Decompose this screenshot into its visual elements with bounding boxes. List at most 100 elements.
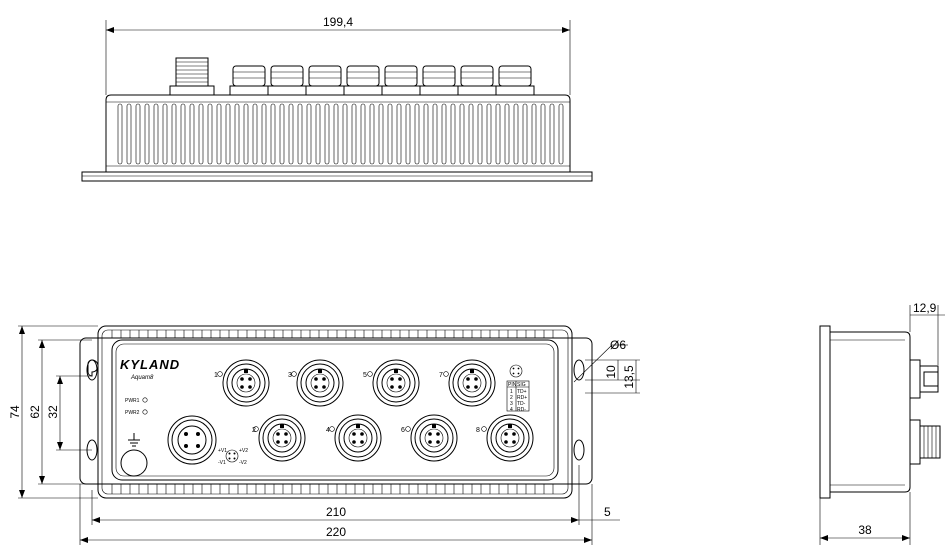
dim-hole-10: 10	[604, 365, 618, 379]
pin-table-header-sig: SIG	[517, 382, 526, 388]
ethernet-port	[291, 359, 344, 407]
top-port	[305, 65, 345, 96]
fin	[189, 103, 195, 165]
top-port	[267, 65, 307, 96]
fin	[216, 103, 222, 165]
fin	[225, 103, 231, 165]
fin	[360, 103, 366, 165]
ethernet-port	[405, 414, 458, 462]
top-port	[457, 65, 497, 96]
fin	[549, 103, 555, 165]
side-mount-plate	[819, 325, 831, 499]
fin	[540, 103, 546, 165]
fin	[513, 103, 519, 165]
side-connector-lower	[909, 419, 941, 465]
port-label-5: 5	[363, 372, 367, 379]
fin	[117, 103, 123, 165]
pin-table-row2-pin: 2	[510, 395, 513, 401]
port-label-1: 1	[214, 372, 218, 379]
dim-front-220: 220	[326, 525, 346, 539]
dim-front-32: 32	[46, 405, 60, 419]
fin	[441, 103, 447, 165]
pin-table-row2-sig: RD+	[517, 395, 527, 401]
fin	[279, 103, 285, 165]
model-name: Aquam8	[130, 375, 154, 381]
fin	[162, 103, 168, 165]
fin	[342, 103, 348, 165]
top-port	[419, 65, 459, 96]
front-view: KYLAND Aquam8 PWR1 PWR2	[8, 325, 640, 545]
fin	[396, 103, 402, 165]
fin	[252, 103, 258, 165]
fin	[126, 103, 132, 165]
fin	[261, 103, 267, 165]
power-pinout: +V1 +V2 -V1 -V2	[218, 448, 248, 466]
fin	[414, 103, 420, 165]
fin	[288, 103, 294, 165]
fin	[531, 103, 537, 165]
dim-hole-13-5: 13,5	[622, 365, 636, 389]
fin	[405, 103, 411, 165]
fin	[459, 103, 465, 165]
fin	[243, 103, 249, 165]
pin-table-header-pin: PIN	[508, 382, 517, 388]
top-power-connector	[169, 57, 215, 96]
fin	[378, 103, 384, 165]
fin	[207, 103, 213, 165]
pwr2-label: PWR2	[125, 410, 140, 416]
fin	[270, 103, 276, 165]
left-mounting-slots	[86, 359, 99, 461]
top-port	[343, 65, 383, 96]
fin	[486, 103, 492, 165]
port-label-8: 8	[476, 427, 480, 434]
pwr1-label: PWR1	[125, 398, 140, 404]
front-fin-edges	[111, 330, 554, 494]
dim-side-38: 38	[858, 523, 872, 537]
pwr1-led	[142, 397, 148, 403]
fin	[558, 103, 564, 165]
fin	[522, 103, 528, 165]
pin-table-row3-sig: TD-	[517, 401, 526, 407]
power-connector	[167, 415, 217, 465]
side-view: 12,9 38	[819, 301, 945, 545]
dim-top-width: 199,4	[323, 15, 353, 29]
fin	[234, 103, 240, 165]
port-label-7: 7	[439, 372, 443, 379]
side-body	[830, 331, 911, 493]
fin	[198, 103, 204, 165]
fin	[423, 103, 429, 165]
top-port	[495, 65, 535, 96]
ethernet-ports	[217, 359, 534, 462]
fin	[171, 103, 177, 165]
pin-assignment: PIN SIG 1 TD+ 2 RD+ 3 TD- 4 RD-	[506, 364, 530, 413]
dim-front-74: 74	[8, 405, 22, 419]
fin	[324, 103, 330, 165]
fin	[432, 103, 438, 165]
ethernet-port	[481, 414, 534, 462]
port-label-6: 6	[401, 427, 405, 434]
fin	[144, 103, 150, 165]
top-view: 199,4	[81, 15, 593, 182]
fin	[306, 103, 312, 165]
ground-screw	[120, 449, 148, 477]
pin-plus-v1: +V1	[218, 448, 227, 454]
top-port-connectors	[229, 65, 535, 96]
pin-minus-v1: -V1	[218, 460, 226, 466]
front-housing	[97, 325, 573, 499]
fin	[333, 103, 339, 165]
ethernet-port	[367, 359, 420, 407]
pin-plus-v2: +V2	[239, 448, 248, 454]
fin	[477, 103, 483, 165]
brand-logo: KYLAND	[120, 357, 180, 372]
top-port	[381, 65, 421, 96]
fin	[135, 103, 141, 165]
dim-front-210: 210	[326, 505, 346, 519]
fin	[180, 103, 186, 165]
ethernet-port	[253, 414, 306, 462]
port-label-3: 3	[288, 372, 292, 379]
top-base-plate	[81, 171, 593, 182]
pin-table-row1-pin: 1	[510, 389, 513, 395]
pin-minus-v2: -V2	[239, 460, 247, 466]
pin-table-row4-pin: 4	[510, 407, 513, 413]
